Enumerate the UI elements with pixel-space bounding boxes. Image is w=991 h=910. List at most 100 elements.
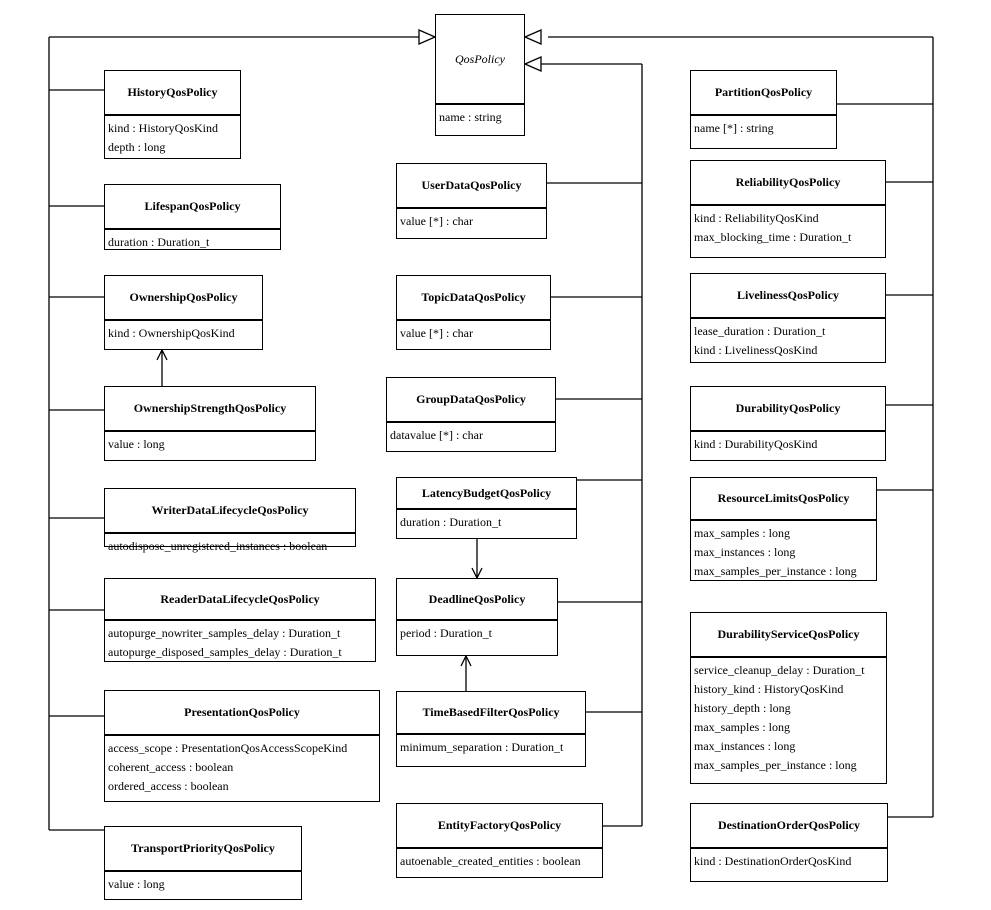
generalization-arrow-mid xyxy=(523,56,542,72)
class-name: ReaderDataLifecycleQosPolicy xyxy=(105,579,375,621)
class-name: PresentationQosPolicy xyxy=(105,691,379,736)
attribute: datavalue [*] : char xyxy=(390,428,483,442)
class-name: HistoryQosPolicy xyxy=(105,71,240,116)
class-durability: DurabilityQosPolicy kind : DurabilityQosK… xyxy=(690,386,886,461)
attribute: kind : HistoryQosKind xyxy=(108,121,219,135)
class-presentation: PresentationQosPolicy access_scope : Pres… xyxy=(104,690,380,802)
attribute: value [*] : char xyxy=(400,214,473,228)
attribute: max_blocking_time : Duration_t xyxy=(694,230,852,244)
attribute: max_instances : long xyxy=(694,545,796,559)
attribute: kind : OwnershipQosKind xyxy=(108,326,235,340)
attribute: period : Duration_t xyxy=(400,626,492,640)
class-name: ReliabilityQosPolicy xyxy=(691,161,885,206)
class-time-based-filter: TimeBasedFilterQosPolicy minimum_separati… xyxy=(396,691,586,767)
class-ownership: OwnershipQosPolicy kind : OwnershipQosKin… xyxy=(104,275,263,350)
attribute-list: value [*] : char xyxy=(397,321,550,343)
attribute-list: name : string xyxy=(436,105,524,127)
attribute: minimum_separation : Duration_t xyxy=(400,740,564,754)
attribute-list: kind : ReliabilityQosKind max_blocking_ti… xyxy=(691,206,885,247)
attribute: depth : long xyxy=(108,140,166,154)
attribute: duration : Duration_t xyxy=(400,515,502,529)
attribute: history_depth : long xyxy=(694,701,791,715)
attribute: value : long xyxy=(108,437,165,451)
attribute: autodispose_unregistered_instances : boo… xyxy=(108,539,328,553)
attribute: max_samples_per_instance : long xyxy=(694,564,857,578)
attribute: value : long xyxy=(108,877,165,891)
class-name: GroupDataQosPolicy xyxy=(387,378,555,423)
attribute: ordered_access : boolean xyxy=(108,779,229,793)
dep-arrowhead-ownership xyxy=(156,348,168,361)
attribute: name : string xyxy=(439,110,502,124)
class-name: DurabilityQosPolicy xyxy=(691,387,885,432)
class-latency-budget: LatencyBudgetQosPolicy duration : Duratio… xyxy=(396,477,577,539)
attribute: max_samples_per_instance : long xyxy=(694,758,857,772)
attribute: name [*] : string xyxy=(694,121,774,135)
class-partition: PartitionQosPolicy name [*] : string xyxy=(690,70,837,149)
class-name: DestinationOrderQosPolicy xyxy=(691,804,887,849)
attribute: kind : ReliabilityQosKind xyxy=(694,211,819,225)
attribute: duration : Duration_t xyxy=(108,235,210,249)
attribute: access_scope : PresentationQosAccessScop… xyxy=(108,741,348,755)
attribute-list: kind : OwnershipQosKind xyxy=(105,321,262,343)
attribute-list: value : long xyxy=(105,872,301,894)
attribute: kind : DurabilityQosKind xyxy=(694,437,818,451)
attribute: value [*] : char xyxy=(400,326,473,340)
attribute-list: period : Duration_t xyxy=(397,621,557,643)
class-name: DeadlineQosPolicy xyxy=(397,579,557,621)
attribute-list: datavalue [*] : char xyxy=(387,423,555,445)
class-name: EntityFactoryQosPolicy xyxy=(397,804,602,849)
attribute-list: value : long xyxy=(105,432,315,454)
attribute-list: kind : DestinationOrderQosKind xyxy=(691,849,887,871)
attribute: max_samples : long xyxy=(694,720,790,734)
attribute-list: kind : DurabilityQosKind xyxy=(691,432,885,454)
class-history: HistoryQosPolicy kind : HistoryQosKind dep… xyxy=(104,70,241,159)
attribute-list: autopurge_nowriter_samples_delay : Durat… xyxy=(105,621,375,662)
class-deadline: DeadlineQosPolicy period : Duration_t xyxy=(396,578,558,656)
attribute: autoenable_created_entities : boolean xyxy=(400,854,581,868)
attribute-list: minimum_separation : Duration_t xyxy=(397,735,585,757)
class-user-data: UserDataQosPolicy value [*] : char xyxy=(396,163,547,239)
class-name: WriterDataLifecycleQosPolicy xyxy=(105,489,355,534)
attribute: kind : DestinationOrderQosKind xyxy=(694,854,852,868)
attribute: lease_duration : Duration_t xyxy=(694,324,826,338)
generalization-arrow-right xyxy=(523,29,542,45)
class-writer-lifecycle: WriterDataLifecycleQosPolicy autodispose_… xyxy=(104,488,356,553)
class-name: PartitionQosPolicy xyxy=(691,71,836,116)
attribute-list: name [*] : string xyxy=(691,116,836,138)
attribute-list: max_samples : long max_instances : long ma… xyxy=(691,521,876,581)
attribute: kind : LivelinessQosKind xyxy=(694,343,818,357)
attribute-list: access_scope : PresentationQosAccessScop… xyxy=(105,736,379,796)
class-name: OwnershipQosPolicy xyxy=(105,276,262,321)
class-entity-factory: EntityFactoryQosPolicy autoenable_created… xyxy=(396,803,603,878)
attribute-list: autodispose_unregistered_instances : boo… xyxy=(105,534,355,556)
class-name: DurabilityServiceQosPolicy xyxy=(691,613,886,658)
attribute-list: duration : Duration_t xyxy=(105,230,280,252)
attribute-list: autoenable_created_entities : boolean xyxy=(397,849,602,871)
attribute: history_kind : HistoryQosKind xyxy=(694,682,844,696)
attribute-list: duration : Duration_t xyxy=(397,510,576,532)
dep-arrowhead-deadline-up xyxy=(460,654,472,667)
class-ownership-strength: OwnershipStrengthQosPolicy value : long xyxy=(104,386,316,461)
attribute: autopurge_disposed_samples_delay : Durat… xyxy=(108,645,342,659)
class-name: LatencyBudgetQosPolicy xyxy=(397,478,576,510)
class-name: ResourceLimitsQosPolicy xyxy=(691,478,876,521)
attribute-list: value [*] : char xyxy=(397,209,546,231)
class-lifespan: LifespanQosPolicy duration : Duration_t xyxy=(104,184,281,250)
class-name: TimeBasedFilterQosPolicy xyxy=(397,692,585,735)
class-name: OwnershipStrengthQosPolicy xyxy=(105,387,315,432)
generalization-arrow-left xyxy=(418,29,437,45)
attribute: max_samples : long xyxy=(694,526,790,540)
attribute: coherent_access : boolean xyxy=(108,760,234,774)
class-name: UserDataQosPolicy xyxy=(397,164,546,209)
class-name: LifespanQosPolicy xyxy=(105,185,280,230)
class-group-data: GroupDataQosPolicy datavalue [*] : char xyxy=(386,377,556,452)
attribute-list: kind : HistoryQosKind depth : long xyxy=(105,116,240,157)
